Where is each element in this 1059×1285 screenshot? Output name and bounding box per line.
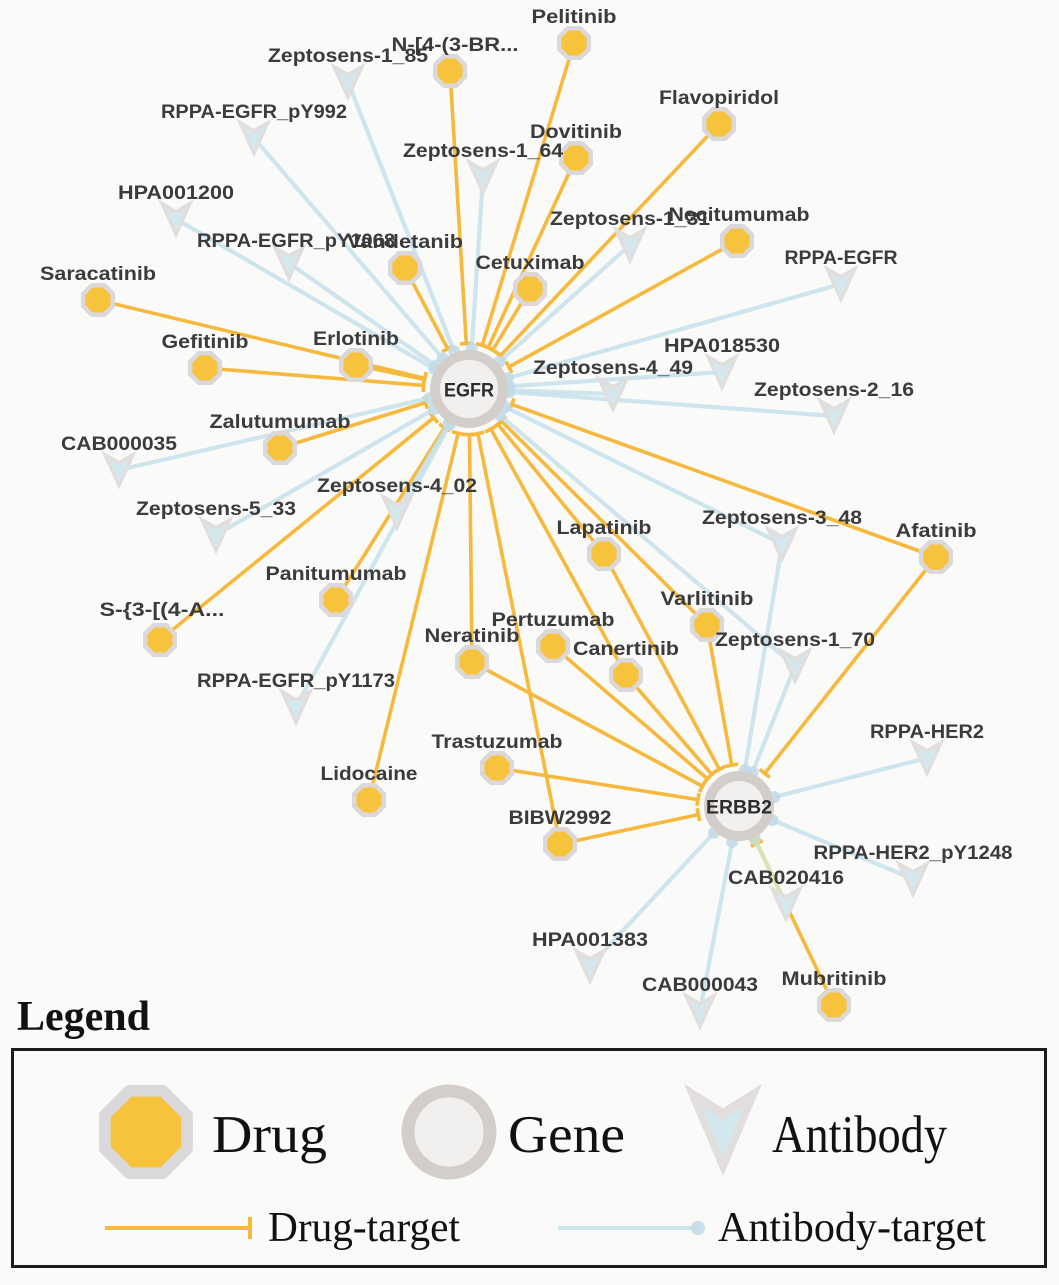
svg-text:Drug-target: Drug-target [268, 1205, 460, 1251]
svg-text:Saracatinib: Saracatinib [40, 263, 156, 285]
svg-text:Zeptosens-3_48: Zeptosens-3_48 [702, 507, 862, 529]
svg-text:EGFR: EGFR [444, 381, 494, 402]
svg-text:Canertinib: Canertinib [573, 638, 679, 660]
svg-text:Zeptosens-1_31: Zeptosens-1_31 [550, 208, 710, 230]
svg-text:Zalutumumab: Zalutumumab [210, 411, 351, 433]
svg-text:Zeptosens-4_02: Zeptosens-4_02 [317, 475, 477, 497]
svg-text:Zeptosens-1_70: Zeptosens-1_70 [715, 629, 875, 651]
svg-text:Zeptosens-1_85: Zeptosens-1_85 [268, 45, 428, 67]
svg-text:S-{3-[(4-A...: S-{3-[(4-A... [100, 599, 225, 621]
svg-text:Lidocaine: Lidocaine [321, 763, 418, 785]
svg-text:CAB020416: CAB020416 [728, 867, 844, 889]
svg-text:Antibody-target: Antibody-target [718, 1205, 986, 1251]
svg-text:Legend: Legend [17, 994, 150, 1040]
svg-text:Zeptosens-2_16: Zeptosens-2_16 [754, 379, 914, 401]
svg-text:Zeptosens-4_49: Zeptosens-4_49 [533, 357, 693, 379]
svg-text:HPA001383: HPA001383 [532, 929, 648, 951]
svg-text:Zeptosens-1_64: Zeptosens-1_64 [403, 140, 563, 162]
svg-text:Antibody: Antibody [772, 1106, 947, 1164]
svg-text:Gene: Gene [508, 1106, 625, 1164]
svg-text:RPPA-EGFR_pY1068: RPPA-EGFR_pY1068 [197, 230, 395, 252]
svg-text:CAB000035: CAB000035 [61, 433, 177, 455]
svg-text:Gefitinib: Gefitinib [162, 331, 249, 353]
svg-text:Cetuximab: Cetuximab [476, 252, 585, 274]
svg-text:Mubritinib: Mubritinib [782, 968, 887, 990]
svg-text:RPPA-HER2_pY1248: RPPA-HER2_pY1248 [814, 842, 1013, 864]
svg-text:Flavopiridol: Flavopiridol [659, 87, 779, 109]
svg-text:RPPA-HER2: RPPA-HER2 [870, 721, 984, 743]
svg-text:HPA018530: HPA018530 [664, 335, 780, 357]
svg-text:Trastuzumab: Trastuzumab [432, 731, 563, 753]
svg-text:Neratinib: Neratinib [425, 625, 520, 647]
svg-text:Afatinib: Afatinib [896, 520, 977, 542]
svg-text:Zeptosens-5_33: Zeptosens-5_33 [136, 498, 296, 520]
svg-text:Erlotinib: Erlotinib [313, 328, 399, 350]
svg-text:Panitumumab: Panitumumab [266, 563, 407, 585]
svg-text:BIBW2992: BIBW2992 [509, 807, 612, 829]
svg-text:RPPA-EGFR_pY992: RPPA-EGFR_pY992 [161, 101, 347, 123]
svg-text:CAB000043: CAB000043 [642, 974, 758, 996]
svg-text:RPPA-EGFR: RPPA-EGFR [785, 247, 898, 269]
svg-text:Drug: Drug [212, 1106, 327, 1164]
svg-text:RPPA-EGFR_pY1173: RPPA-EGFR_pY1173 [197, 670, 395, 692]
svg-text:HPA001200: HPA001200 [118, 182, 234, 204]
svg-text:Varlitinib: Varlitinib [661, 588, 754, 610]
svg-text:Pelitinib: Pelitinib [532, 6, 617, 28]
svg-text:Lapatinib: Lapatinib [557, 517, 652, 539]
svg-text:ERBB2: ERBB2 [706, 798, 772, 819]
